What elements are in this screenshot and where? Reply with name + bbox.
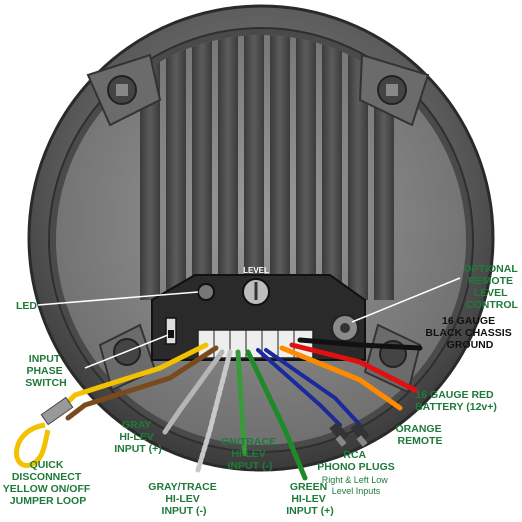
leader-lines [37, 277, 461, 369]
level-knob-label: LEVEL [243, 266, 269, 275]
remote-level-port [331, 314, 359, 342]
orange-remote-label: ORANGE REMOTE [395, 423, 444, 447]
gn-trace-hi-lev-input-minus-label: GN/TRACE HI-LEV INPUT (-) [221, 436, 279, 472]
jumper-loop [14, 396, 74, 468]
black-chassis-ground-label: 16 GAUGE BLACK CHASSIS GROUND [425, 315, 514, 351]
orange-wire [279, 345, 403, 411]
gray-wire [162, 349, 225, 435]
gray-hi-lev-input-plus-label: GRAY HI-LEV INPUT (+) [114, 419, 162, 455]
optional-remote-level-control-label: OPTIONAL REMOTE LEVEL CONTROL [464, 263, 521, 311]
rca-plug-left [329, 421, 349, 447]
gray-trace-wire [195, 349, 233, 473]
gn-trace-wire [235, 349, 248, 458]
input-phase-switch-label: INPUT PHASE SWITCH [25, 353, 66, 389]
mounting-tab-top-left [86, 53, 162, 127]
blue-wire-1 [256, 348, 342, 427]
green-wire [245, 349, 308, 481]
rca-phono-plugs-label: RCA PHONO PLUGS [317, 449, 395, 473]
quick-disconnect-label: QUICK DISCONNECT YELLOW ON/OFF JUMPER LO… [3, 459, 93, 507]
gray-trace-hi-lev-input-minus-label: GRAY/TRACE HI-LEV INPUT (-) [148, 481, 219, 517]
rca-low-level-inputs-note: Right & Left Low Level Inputs [322, 475, 391, 496]
rca-plug-right [350, 421, 370, 447]
mounting-tab-top-right [358, 53, 430, 127]
red-wire [289, 342, 418, 393]
brown-wire [65, 345, 219, 421]
wires [57, 337, 423, 481]
led-indicator [197, 283, 215, 301]
callout-labels: LED INPUT PHASE SWITCH QUICK DISCONNECT … [3, 263, 521, 517]
black-wire [297, 337, 423, 351]
led-label: LED [16, 300, 37, 312]
green-hi-lev-input-plus-label: GREEN HI-LEV INPUT (+) [286, 481, 334, 517]
red-battery-label: 16 GAUGE RED BATTERY (12v+) [415, 389, 497, 413]
blue-wire-2 [264, 348, 362, 427]
